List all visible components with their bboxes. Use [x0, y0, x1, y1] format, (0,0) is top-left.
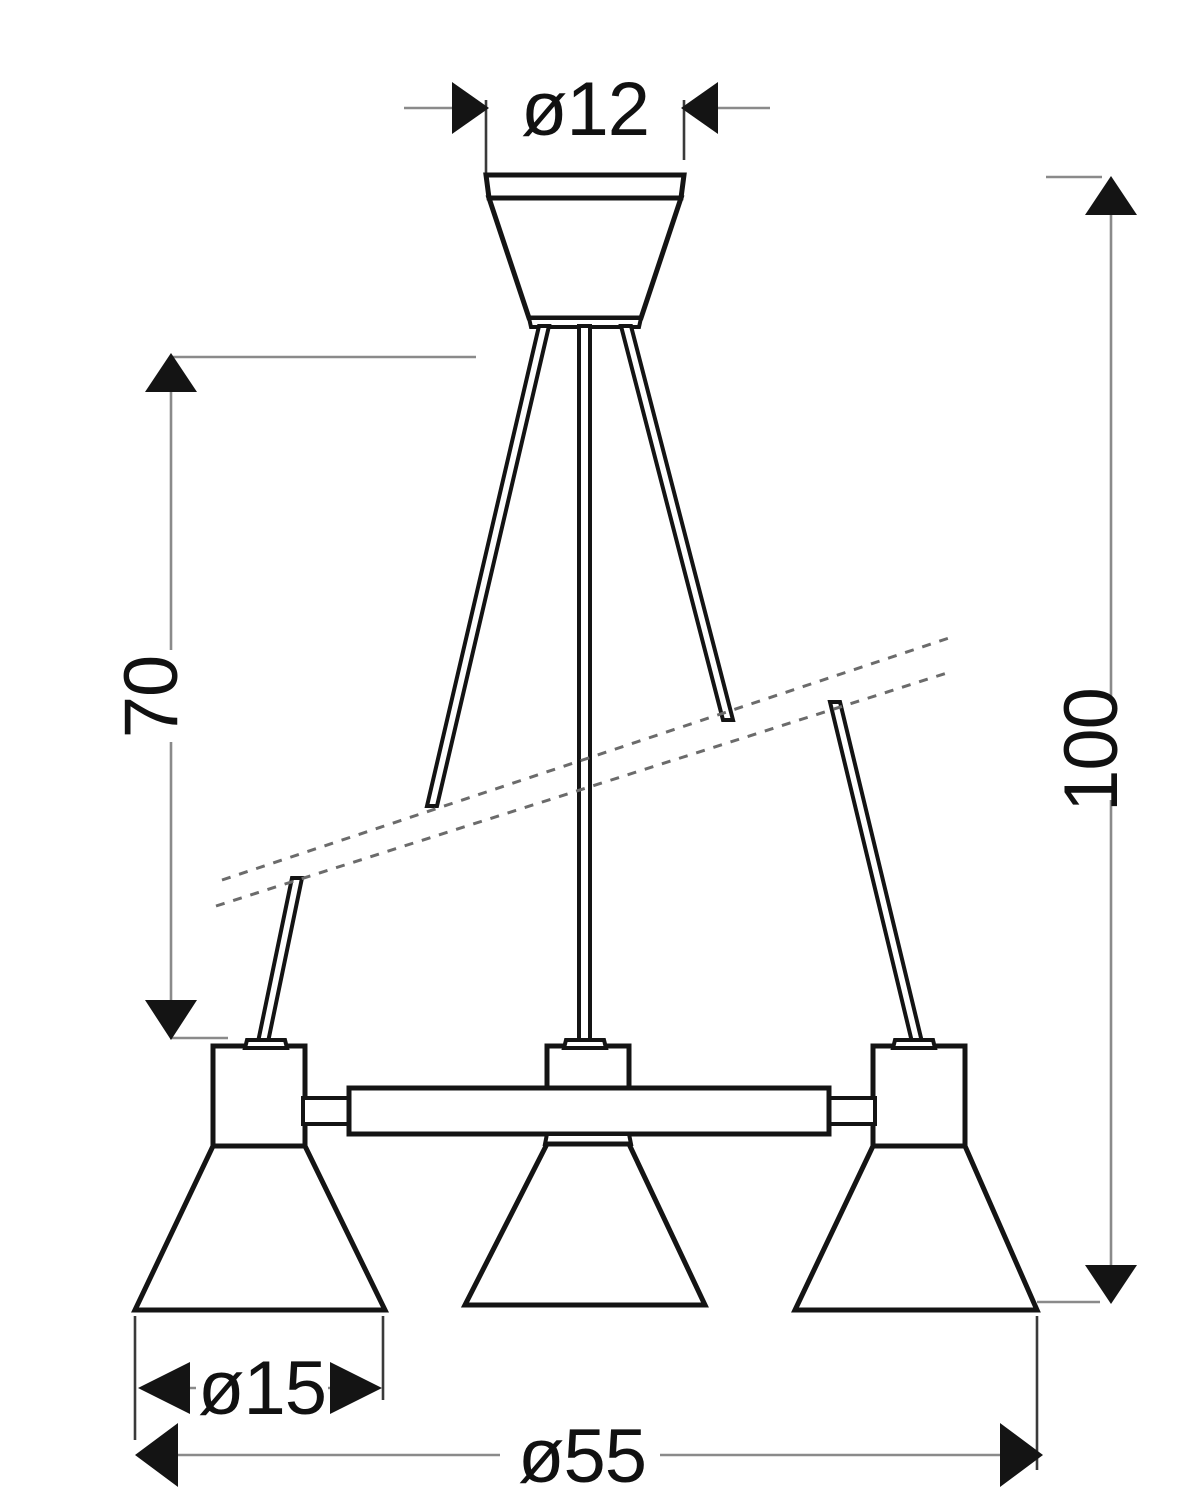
center-rod — [577, 324, 592, 1044]
left-rod-lower-segment — [255, 876, 305, 1044]
center-cone-shade — [460, 1132, 709, 1308]
center-suspension-rod — [577, 324, 592, 1044]
left-socket-cap — [242, 1038, 290, 1050]
break-line-pair — [215, 634, 956, 908]
right-connector-stub — [825, 1096, 877, 1126]
arrow-drop-top — [145, 353, 197, 392]
arrow-canopy-left — [452, 82, 489, 134]
right-rod-lower-segment — [827, 700, 925, 1044]
dimension-canopy-diameter: ø12 — [404, 67, 770, 178]
dim-label-canopy-diameter: ø12 — [521, 67, 649, 152]
center-socket-cap — [561, 1038, 609, 1050]
center-cone-body — [460, 1141, 709, 1308]
right-rod-upper-segment — [618, 324, 736, 722]
arrow-overall-right — [1000, 1423, 1043, 1487]
arrow-overall-left — [135, 1423, 178, 1487]
dimension-drop-height: 70 — [109, 353, 476, 1040]
arrow-total-top — [1085, 176, 1137, 215]
right-socket — [870, 1043, 968, 1149]
canopy-body — [485, 195, 685, 321]
left-cone-shade — [131, 1143, 390, 1313]
left-suspension-rod — [255, 324, 552, 1044]
arrow-canopy-right — [681, 82, 718, 134]
break-line-lower — [215, 670, 951, 908]
dim-label-drop-height: 70 — [109, 656, 194, 739]
dim-label-shade-diameter: ø15 — [198, 1346, 326, 1431]
right-cone-shade — [791, 1143, 1041, 1313]
dim-label-total-height: 100 — [1049, 688, 1134, 812]
arrow-shade-right — [330, 1362, 382, 1414]
left-socket — [210, 1043, 308, 1149]
canopy-top-band — [483, 172, 687, 201]
ceiling-canopy — [483, 172, 687, 329]
left-cone-body — [131, 1143, 390, 1313]
dimension-total-height: 100 — [1037, 175, 1137, 1304]
right-suspension-rod — [618, 324, 925, 1044]
dimension-overall-diameter: ø55 — [135, 1316, 1043, 1499]
canopy-bottom-lip — [526, 316, 644, 329]
arrow-total-bottom — [1085, 1265, 1137, 1304]
right-cone-body — [791, 1143, 1041, 1313]
left-rod-upper-segment — [424, 324, 552, 808]
arrow-shade-left — [138, 1362, 190, 1414]
right-socket-cap — [890, 1038, 938, 1050]
arrow-drop-bottom — [145, 1000, 197, 1040]
break-line-upper — [221, 634, 956, 882]
horizontal-crossbar-assembly — [210, 1038, 968, 1149]
dim-label-overall-diameter: ø55 — [518, 1414, 646, 1499]
crossbar-tube — [346, 1085, 832, 1137]
dimension-shade-diameter: ø15 — [133, 1316, 385, 1440]
left-connector-stub — [301, 1096, 353, 1126]
